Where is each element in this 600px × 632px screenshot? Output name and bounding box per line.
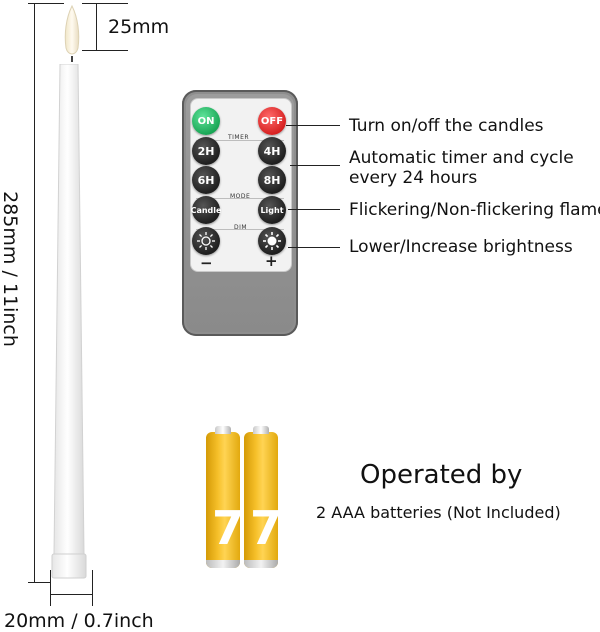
callout-line-timer — [290, 165, 340, 166]
battery-end — [244, 560, 278, 568]
height-dim-vertical — [34, 3, 35, 583]
aaa-battery-1: 7 — [206, 426, 244, 568]
callout-dim: Lower/Increase brightness — [349, 237, 573, 257]
flame-dim-bottom-line — [82, 50, 128, 51]
timer-divider — [196, 140, 284, 141]
battery-digit: 7 — [212, 501, 245, 555]
height-dim-top-line — [28, 3, 64, 4]
minus-symbol: − — [200, 254, 213, 272]
flame-dim-top-line — [82, 3, 128, 4]
base-dim-left-line — [50, 570, 51, 606]
flame-height-label: 25mm — [108, 16, 170, 38]
dim-increase-button[interactable] — [258, 227, 286, 255]
battery-end — [206, 560, 240, 568]
off-button[interactable]: OFF — [258, 107, 286, 135]
sun-dim-icon — [197, 232, 215, 250]
flame-dim-vertical — [96, 3, 97, 51]
plus-symbol: + — [265, 252, 278, 270]
dim-decrease-button[interactable] — [192, 227, 220, 255]
battery-brand-print — [256, 452, 266, 490]
mode-candle-button[interactable]: Candle — [191, 196, 221, 224]
mode-section-label: MODE — [230, 193, 251, 200]
timer-2h-button[interactable]: 2H — [192, 137, 220, 165]
callout-line-dim — [288, 247, 340, 248]
base-dim-horizontal — [50, 594, 93, 595]
callout-timer: Automatic timer and cycle every 24 hours — [349, 148, 574, 188]
callout-line-mode — [288, 209, 340, 210]
on-button[interactable]: ON — [192, 107, 220, 135]
callout-onoff: Turn on/off the candles — [349, 116, 544, 136]
taper-candle — [46, 63, 92, 580]
timer-6h-button[interactable]: 6H — [192, 166, 220, 194]
timer-section-label: TIMER — [228, 134, 250, 141]
base-dim-right-line — [92, 570, 93, 606]
battery-terminal — [215, 426, 231, 434]
aaa-battery-2: 7 — [244, 426, 282, 568]
battery-digit: 7 — [250, 501, 283, 555]
flame-icon — [60, 4, 84, 68]
base-width-label: 20mm / 0.7inch — [4, 610, 154, 632]
battery-brand-print — [218, 452, 228, 490]
candle-height-label: 285mm / 11inch — [0, 191, 21, 347]
dim-divider — [196, 229, 284, 230]
timer-8h-button[interactable]: 8H — [258, 166, 286, 194]
battery-requirement-text: 2 AAA batteries (Not Included) — [316, 503, 561, 522]
mode-light-button[interactable]: Light — [258, 196, 286, 224]
dim-section-label: DIM — [234, 224, 248, 231]
timer-4h-button[interactable]: 4H — [258, 137, 286, 165]
battery-terminal — [253, 426, 269, 434]
operated-by-heading: Operated by — [360, 460, 523, 490]
mode-divider — [196, 198, 284, 199]
height-dim-bottom-line — [28, 582, 50, 583]
callout-line-onoff — [286, 125, 340, 126]
callout-mode: Flickering/Non-flickering flame — [349, 200, 600, 220]
sun-bright-icon — [263, 232, 281, 250]
